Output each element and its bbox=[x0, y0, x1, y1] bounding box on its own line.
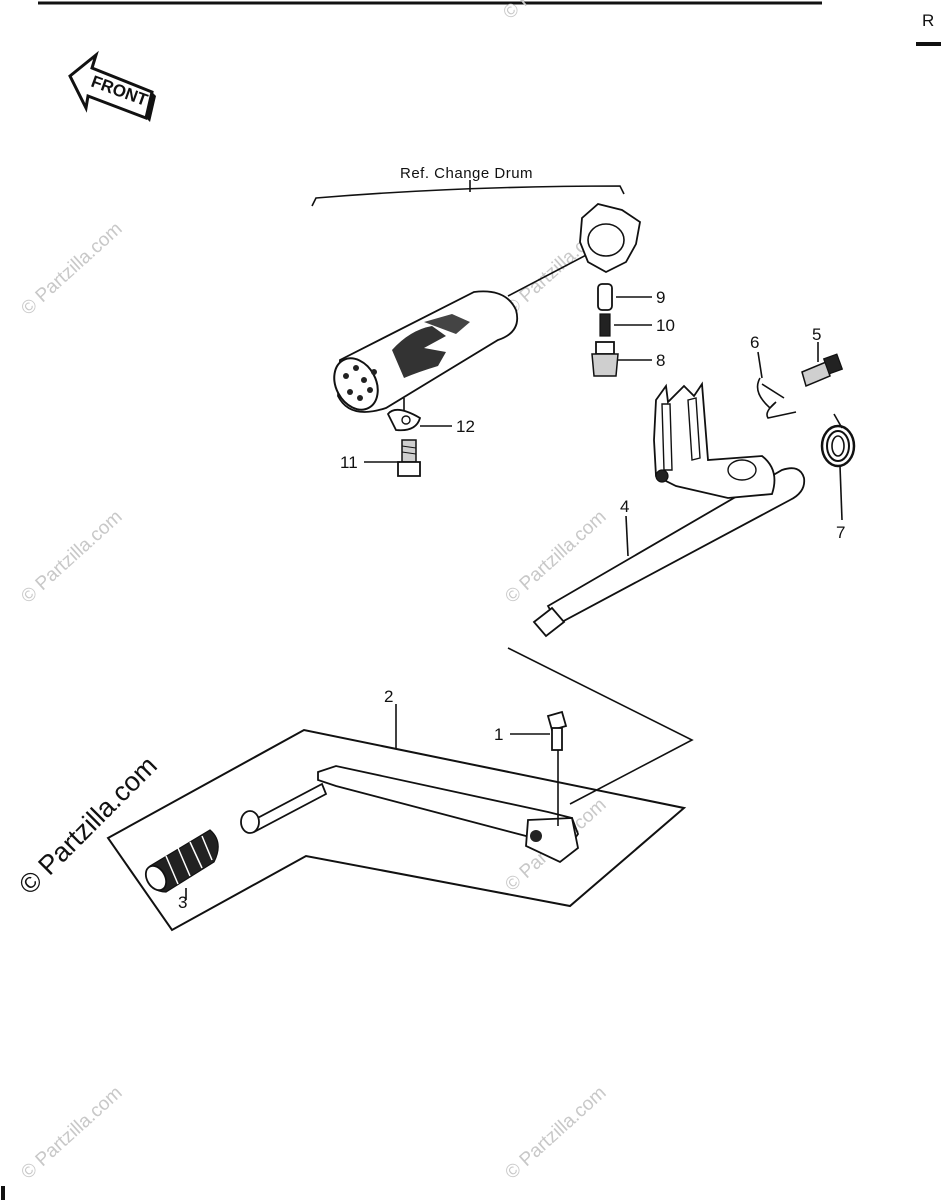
callout-10: 10 bbox=[656, 316, 675, 335]
change-drum bbox=[333, 203, 641, 413]
callout-11: 11 bbox=[340, 453, 358, 472]
leader-lines bbox=[185, 296, 843, 900]
drum-plate-12 bbox=[386, 398, 422, 432]
rubber-grip-3 bbox=[144, 829, 219, 893]
callout-9: 9 bbox=[656, 288, 665, 307]
ref-bracket: Ref. Change Drum bbox=[311, 165, 625, 207]
shift-pedal-box bbox=[106, 647, 694, 932]
pin-bolt-5 bbox=[801, 353, 844, 388]
spring-clip-6 bbox=[756, 377, 797, 419]
spring-10 bbox=[599, 313, 611, 337]
watermark-text: © Partzilla.com bbox=[17, 506, 126, 607]
shift-pedal-2 bbox=[240, 748, 580, 864]
front-arrow: FRONT bbox=[68, 50, 156, 122]
callout-numbers: 1 2 3 4 5 6 7 8 9 10 11 12 bbox=[178, 288, 845, 912]
corner-letter: R bbox=[922, 11, 934, 30]
callout-12: 12 bbox=[456, 417, 475, 436]
plug-8 bbox=[591, 341, 619, 377]
ref-bracket-label: Ref. Change Drum bbox=[400, 165, 533, 182]
callout-8: 8 bbox=[656, 351, 665, 370]
bolt-11 bbox=[397, 439, 421, 477]
torsion-spring-7 bbox=[820, 413, 856, 468]
callout-5: 5 bbox=[812, 325, 821, 344]
bolt-1 bbox=[546, 710, 568, 751]
watermark-text: © Partzilla.com bbox=[17, 218, 126, 319]
watermark-text: © Partzilla.com bbox=[501, 1082, 610, 1183]
shift-shaft-4 bbox=[532, 381, 806, 638]
watermark-text: © Partzilla.com bbox=[17, 1082, 126, 1183]
callout-4: 4 bbox=[620, 497, 629, 516]
callout-2: 2 bbox=[384, 687, 393, 706]
pin-9 bbox=[597, 283, 613, 311]
callout-1: 1 bbox=[494, 725, 503, 744]
callout-3: 3 bbox=[178, 893, 187, 912]
watermark-text-large: © Partzilla.com bbox=[13, 750, 163, 900]
callout-7: 7 bbox=[836, 523, 845, 542]
callout-6: 6 bbox=[750, 333, 759, 352]
